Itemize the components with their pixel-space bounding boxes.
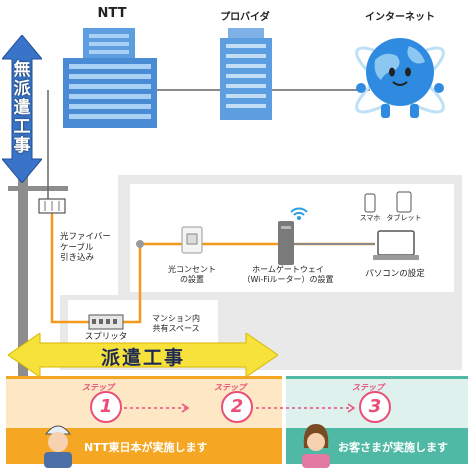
internet-title: インターネット [365,12,435,23]
step-2-number: 2 [230,396,244,417]
fiber-cable-label: 光ファイバー ケーブル 引き込み [60,232,111,264]
step-1-tag: ステップ [82,383,114,392]
step-1-circle: 1 [90,391,122,423]
gateway-label: ホームゲートウェイ （Wi-Fiルーター）の設置 [242,265,334,284]
wifi-icon [290,207,308,220]
fiber-line [50,212,90,324]
no-dispatch-text: 無 派 遣 工 事 [13,60,31,156]
phone-label: スマホ [359,214,381,222]
laptop-icon [373,230,419,260]
splitter-icon [88,314,124,330]
tablet-label: タブレット [386,214,422,222]
shared-space-label: マンション内 共有スペース [152,314,200,333]
dispatch-arrow [8,333,278,377]
internet-globe-icon [355,38,445,118]
pole-crossbar [8,186,68,191]
provider-building-icon [220,28,272,120]
worker-icon [44,425,72,468]
step-2-tag: ステップ [214,383,246,392]
utility-pole [18,175,28,430]
customer-icon [302,424,330,468]
splitter-label: スプリッタ [84,332,128,342]
ntt-title: NTT [97,6,127,21]
no-dispatch-arrow [2,35,42,183]
step-3-circle: 3 [359,391,391,423]
pole-connector-icon [38,198,66,214]
step-2-circle: 2 [221,391,253,423]
step-arrows [124,403,356,413]
smartphone-icon [364,193,376,213]
step-3-tag: ステップ [352,383,384,392]
customer-implement-text: お客さまが実施します [338,441,448,454]
step-1-number: 1 [99,396,113,417]
fiber-line-2 [120,242,375,324]
outlet-label: 光コンセント の設置 [168,265,216,284]
dispatch-banner-text: 派遣工事 [100,347,185,369]
tablet-icon [396,191,412,213]
pc-label: パソコンの設定 [365,269,425,279]
ntt-building-icon [63,28,157,128]
ntt-implement-text: NTT東日本が実施します [84,441,208,454]
provider-title: プロバイダ [220,12,270,23]
step-3-number: 3 [368,396,382,417]
optical-outlet-icon [181,226,203,254]
home-gateway-icon [278,221,294,265]
